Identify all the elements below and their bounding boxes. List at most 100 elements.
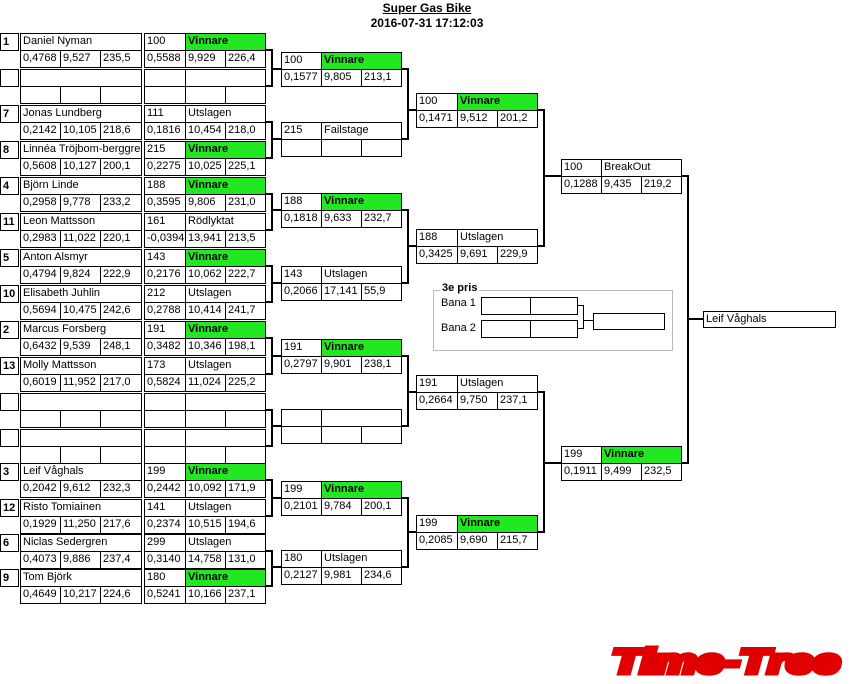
bracket-line xyxy=(266,229,272,231)
bracket-line xyxy=(543,175,561,177)
rider-name: Linnéa Tröjbom-berggren xyxy=(23,143,141,155)
lane2-box[interactable] xyxy=(481,320,578,338)
speed: 233,2 xyxy=(100,195,141,211)
reaction-time: 0,1816 xyxy=(147,124,181,136)
reaction-time: 0,5824 xyxy=(147,376,181,388)
seed-number: 4 xyxy=(0,177,19,195)
lane1-label: Bana 1 xyxy=(441,297,476,309)
elapsed-time: 9,539 xyxy=(60,339,100,355)
third-place-result[interactable] xyxy=(593,313,665,330)
lane1-box[interactable] xyxy=(481,297,578,315)
bracket-line xyxy=(266,121,272,123)
speed: 225,1 xyxy=(225,159,265,175)
bracket-line xyxy=(271,355,281,357)
elapsed-time: 10,166 xyxy=(185,587,225,603)
race-number: 191 xyxy=(419,377,438,389)
reaction-time xyxy=(282,427,321,443)
result-status xyxy=(321,410,401,426)
race-number: 143 xyxy=(147,251,166,263)
race-number: 199 xyxy=(564,448,583,460)
bracket-line xyxy=(407,109,416,111)
race-number: 161 xyxy=(147,215,166,227)
reaction-time: 0,2127 xyxy=(284,569,318,581)
rider-name: Marcus Forsberg xyxy=(23,323,107,335)
race-number xyxy=(145,70,185,86)
bracket-line xyxy=(543,462,561,464)
race-number: 100 xyxy=(564,161,583,173)
bracket-line xyxy=(402,566,408,568)
race-number: 191 xyxy=(284,341,303,353)
reaction-time: 0,2101 xyxy=(284,500,318,512)
reaction-time: 0,1911 xyxy=(564,465,597,477)
race-number xyxy=(145,394,185,410)
elapsed-time: 10,105 xyxy=(60,123,100,139)
speed: 231,0 xyxy=(225,195,265,211)
speed: 200,1 xyxy=(100,159,141,175)
speed xyxy=(225,411,265,427)
speed: 234,6 xyxy=(361,568,401,584)
reaction-time: 0,3595 xyxy=(147,196,181,208)
reaction-time: 0,2066 xyxy=(284,285,318,297)
bracket-line xyxy=(266,85,272,87)
seed-number: 11 xyxy=(0,213,19,231)
reaction-time: 0,1288 xyxy=(564,178,598,190)
result-status xyxy=(185,394,265,410)
race-number: 100 xyxy=(284,54,303,66)
elapsed-time: 10,217 xyxy=(60,587,100,603)
bracket-line xyxy=(402,68,408,70)
bracket-line xyxy=(538,109,544,111)
rider-name: Risto Tomiainen xyxy=(23,501,102,513)
speed: 225,2 xyxy=(225,375,265,391)
result-status: Utslagen xyxy=(185,106,265,122)
race-number: 212 xyxy=(147,287,166,299)
rider-name: Niclas Sedergren xyxy=(23,536,108,548)
race-number: 215 xyxy=(284,124,303,136)
result-status: Failstage xyxy=(321,123,401,139)
reaction-time xyxy=(145,87,185,103)
elapsed-time: 9,499 xyxy=(601,464,641,480)
rider-name: Jonas Lundberg xyxy=(23,107,102,119)
seed-number: 8 xyxy=(0,141,19,159)
time-tree-logo: Time-Tree Time-Tree xyxy=(610,642,843,680)
bracket-line xyxy=(402,209,408,211)
bracket-line xyxy=(407,245,416,247)
elapsed-time: 10,127 xyxy=(60,159,100,175)
speed: 220,1 xyxy=(100,231,141,247)
reaction-time: 0,5608 xyxy=(23,160,57,172)
reaction-time: 0,2374 xyxy=(147,518,181,530)
champion-box[interactable]: Leif Våghals xyxy=(703,311,836,328)
bracket-line xyxy=(402,425,408,427)
seed-number: 7 xyxy=(0,105,19,123)
reaction-time: 0,6019 xyxy=(23,376,57,388)
elapsed-time: 10,062 xyxy=(185,267,225,283)
bracket-line xyxy=(271,550,273,587)
reaction-time: 0,2788 xyxy=(147,304,181,316)
elapsed-time: 11,952 xyxy=(60,375,100,391)
speed: 232,5 xyxy=(641,464,681,480)
bracket-line xyxy=(271,425,281,427)
bracket-line xyxy=(583,305,584,329)
result-status: Vinnare xyxy=(321,340,401,356)
bracket-line xyxy=(682,462,688,464)
elapsed-time: 10,346 xyxy=(185,339,225,355)
speed: 171,9 xyxy=(225,481,265,497)
race-number: 173 xyxy=(147,359,166,371)
bracket-line xyxy=(407,68,409,140)
elapsed-time xyxy=(60,447,100,463)
speed: 237,1 xyxy=(497,393,537,409)
reaction-time: 0,2983 xyxy=(23,232,57,244)
reaction-time xyxy=(21,87,60,103)
result-status: Utslagen xyxy=(185,358,265,374)
bracket-line xyxy=(266,409,272,411)
elapsed-time: 9,806 xyxy=(185,195,225,211)
event-title: Super Gas Bike xyxy=(382,1,472,15)
bracket-line xyxy=(271,193,273,231)
bracket-line xyxy=(402,282,408,284)
reaction-time: 0,2797 xyxy=(284,358,318,370)
seed-number: 2 xyxy=(0,321,19,339)
bracket-line xyxy=(538,391,544,393)
race-number: 299 xyxy=(147,536,166,548)
reaction-time: 0,1471 xyxy=(419,112,453,124)
bracket-line xyxy=(687,318,703,320)
seed-number: 6 xyxy=(0,534,19,552)
